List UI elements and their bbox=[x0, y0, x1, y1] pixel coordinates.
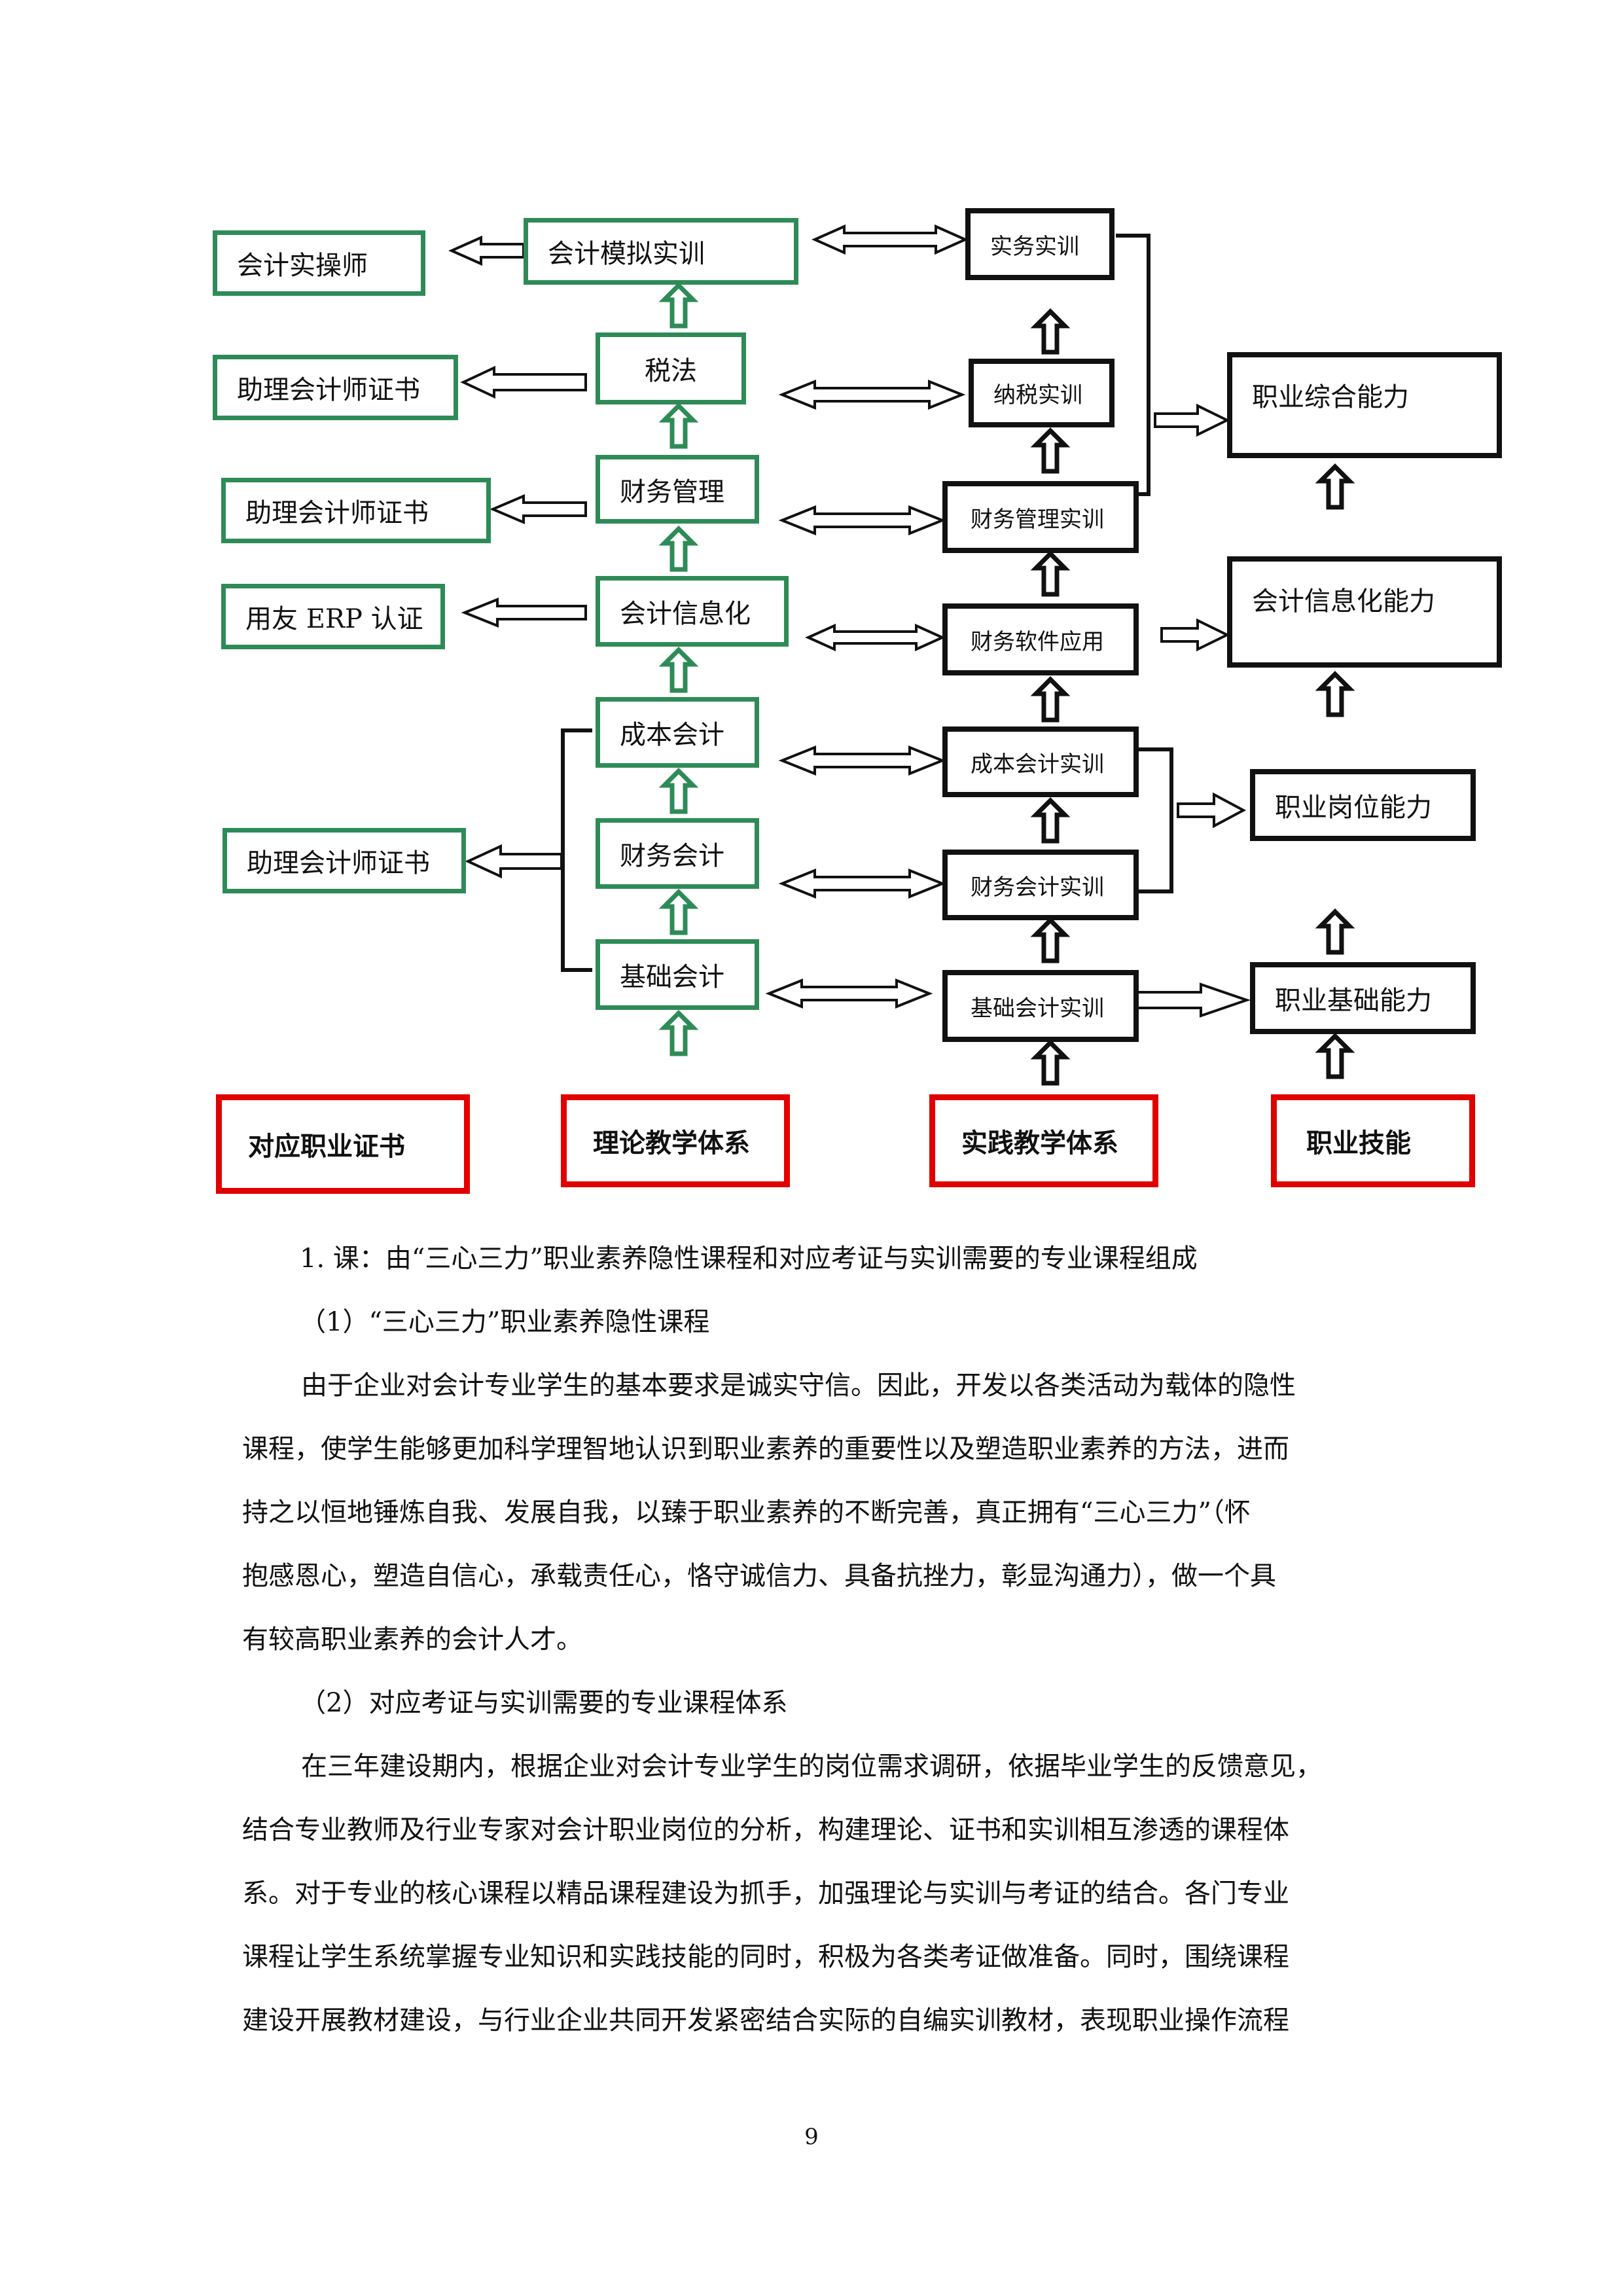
page-number: 9 bbox=[804, 2124, 819, 2150]
paragraph-line: 课程让学生系统掌握专业知识和实践技能的同时，积极为各类考证做准备。同时，围绕课程 bbox=[242, 1942, 1289, 1972]
arrow-left bbox=[460, 365, 587, 399]
paragraph-line: 建设开展教材建设，与行业企业共同开发紧密结合实际的自编实训教材，表现职业操作流程 bbox=[242, 2005, 1289, 2036]
practice-caiwu-kuaiji-shixun: 财务会计实训 bbox=[942, 850, 1139, 920]
cert-yongyou-erp: 用友 ERP 认证 bbox=[221, 584, 445, 649]
arrow-right bbox=[1131, 982, 1251, 1018]
bracket-lower-practice bbox=[1139, 747, 1173, 893]
paragraph-line: 由于企业对会计专业学生的基本要求是诚实守信。因此，开发以各类活动为载体的隐性 bbox=[301, 1371, 1296, 1401]
ability-zonghe: 职业综合能力 bbox=[1227, 352, 1502, 458]
course-kuaiji-moni-shixun: 会计模拟实训 bbox=[524, 218, 798, 285]
arrow-double bbox=[778, 505, 946, 535]
ability-gangwei: 职业岗位能力 bbox=[1250, 769, 1476, 841]
course-caiwu-kuaiji: 财务会计 bbox=[596, 818, 759, 889]
arrow-left bbox=[461, 598, 587, 628]
bracket-theory bbox=[561, 728, 592, 972]
ability-xinxihua: 会计信息化能力 bbox=[1227, 556, 1502, 668]
arrow-double bbox=[765, 978, 933, 1009]
practice-jichu-shixun: 基础会计实训 bbox=[942, 970, 1139, 1042]
heading-2: （1）“三心三力”职业素养隐性课程 bbox=[300, 1307, 710, 1337]
course-caiwu-guanli: 财务管理 bbox=[596, 455, 759, 524]
paragraph-line: 在三年建设期内，根据企业对会计专业学生的岗位需求调研，依据毕业学生的反馈意见， bbox=[301, 1751, 1322, 1782]
arrow-left bbox=[489, 493, 587, 525]
paragraph-line: 结合专业教师及行业专家对会计职业岗位的分析，构建理论、证书和实训相互渗透的课程体 bbox=[242, 1815, 1289, 1845]
practice-caiwu-ruanjian: 财务软件应用 bbox=[942, 603, 1139, 675]
arrow-double bbox=[812, 224, 969, 255]
arrow-right bbox=[1154, 403, 1230, 437]
category-practice: 实践教学体系 bbox=[929, 1094, 1158, 1187]
bracket-upper-practice bbox=[1116, 234, 1150, 496]
course-shuifa: 税法 bbox=[596, 332, 746, 404]
category-theory: 理论教学体系 bbox=[561, 1094, 790, 1187]
practice-nashui-shixun: 纳税实训 bbox=[969, 359, 1115, 427]
arrow-left bbox=[465, 844, 563, 879]
cert-kuaiji-shicaoshi: 会计实操师 bbox=[213, 230, 425, 296]
course-kuaiji-xinxihua: 会计信息化 bbox=[596, 576, 789, 647]
category-cert: 对应职业证书 bbox=[216, 1094, 470, 1194]
paragraph-line: 持之以恒地锤炼自我、发展自我，以臻于职业素养的不断完善，真正拥有“三心三力”（怀 bbox=[242, 1498, 1251, 1528]
category-skill: 职业技能 bbox=[1271, 1094, 1475, 1187]
cert-zhuli-kuaijishi-3: 助理会计师证书 bbox=[223, 828, 466, 893]
paragraph-2: 在三年建设期内，根据企业对会计专业学生的岗位需求调研，依据毕业学生的反馈意见， … bbox=[242, 1735, 1381, 2053]
arrow-left bbox=[448, 235, 525, 266]
arrow-right bbox=[1160, 618, 1230, 652]
diagram-connectors bbox=[448, 224, 1623, 1211]
ability-jichu: 职业基础能力 bbox=[1250, 962, 1476, 1034]
heading-3: （2）对应考证与实训需要的专业课程体系 bbox=[300, 1688, 788, 1718]
cert-zhuli-kuaijishi-2: 助理会计师证书 bbox=[221, 478, 491, 543]
arrow-right bbox=[1177, 792, 1247, 829]
course-jichu-kuaiji: 基础会计 bbox=[596, 939, 759, 1010]
practice-caiwu-guanli-shixun: 财务管理实训 bbox=[942, 481, 1139, 553]
practice-shiwu-shixun: 实务实训 bbox=[965, 208, 1115, 280]
course-system-diagram: 会计实操师 助理会计师证书 助理会计师证书 用友 ERP 认证 助理会计师证书 … bbox=[213, 208, 1623, 1211]
heading-1: 1. 课：由“三心三力”职业素养隐性课程和对应考证与实训需要的专业课程组成 bbox=[300, 1244, 1198, 1274]
arrow-double bbox=[805, 623, 946, 652]
cert-zhuli-kuaijishi-1: 助理会计师证书 bbox=[213, 355, 458, 420]
paragraph-line: 系。对于专业的核心课程以精品课程建设为抓手，加强理论与实训与考证的结合。各门专业 bbox=[242, 1878, 1289, 1909]
arrow-double bbox=[778, 380, 966, 410]
paragraph-line: 课程，使学生能够更加科学理智地认识到职业素养的重要性以及塑造职业素养的方法，进而 bbox=[242, 1434, 1289, 1464]
paragraph-line: 抱感恩心，塑造自信心，承载责任心，恪守诚信力、具备抗挫力，彰显沟通力），做一个具 bbox=[242, 1561, 1276, 1591]
practice-chengben-shixun: 成本会计实训 bbox=[942, 726, 1139, 797]
paragraph-line: 有较高职业素养的会计人才。 bbox=[242, 1624, 582, 1655]
paragraph-1: 由于企业对会计专业学生的基本要求是诚实守信。因此，开发以各类活动为载体的隐性 课… bbox=[242, 1354, 1381, 1672]
course-chengben-kuaiji: 成本会计 bbox=[596, 697, 759, 768]
arrow-double bbox=[778, 869, 946, 899]
arrow-double bbox=[778, 745, 946, 776]
